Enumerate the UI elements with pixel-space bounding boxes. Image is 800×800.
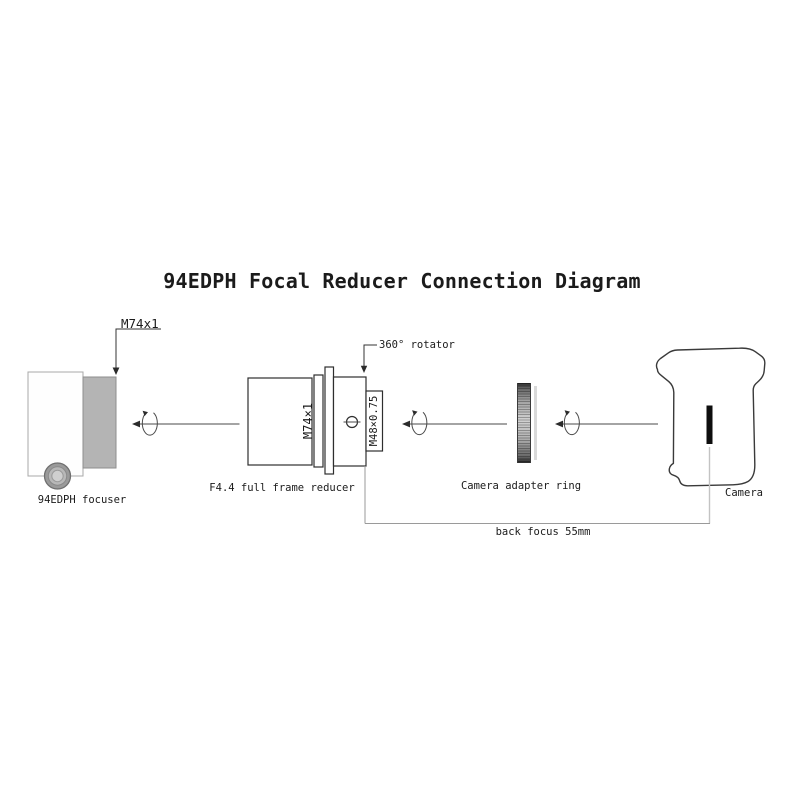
focuser-knob-icon [43, 462, 72, 490]
camera-adapter-ring [517, 383, 531, 463]
rotation-arrow-icon [402, 410, 507, 436]
reducer-flange [324, 366, 335, 475]
rotation-arrow-icon [555, 410, 658, 436]
sensor-plane-mark [706, 405, 713, 444]
focuser-body [27, 371, 84, 477]
reducer-main-body [247, 377, 313, 466]
diagram-title: 94EDPH Focal Reducer Connection Diagram [163, 269, 641, 293]
reducer-m74-thread-label: M74×1 [301, 402, 315, 440]
focuser-drawtube [82, 376, 117, 469]
camera-caption: Camera [725, 487, 763, 499]
reducer-m48-thread-label: M48×0.75 [367, 395, 380, 447]
reducer-caption: F4.4 full frame reducer [209, 482, 355, 494]
rotation-arrow-icon [132, 410, 240, 436]
backfocus-dimension [364, 447, 711, 524]
m48-tube [365, 390, 384, 452]
rotator-leader-arrow-icon [360, 344, 377, 373]
m74x1-leader-arrow-icon [112, 328, 161, 375]
m74x1-thread-label: M74x1 [121, 316, 159, 331]
rotator-label: 360° rotator [379, 339, 455, 351]
back-focus-caption: back focus 55mm [495, 526, 591, 538]
camera-adapter-ring-flange [534, 386, 537, 460]
thumbscrew-icon [343, 415, 361, 429]
focuser-drawing [27, 371, 117, 490]
adapter-ring-caption: Camera adapter ring [460, 480, 582, 492]
reducer-ring [313, 374, 324, 468]
focuser-caption: 94EDPH focuser [37, 494, 127, 506]
camera-drawing [655, 347, 766, 487]
reducer-drawing [247, 366, 384, 475]
